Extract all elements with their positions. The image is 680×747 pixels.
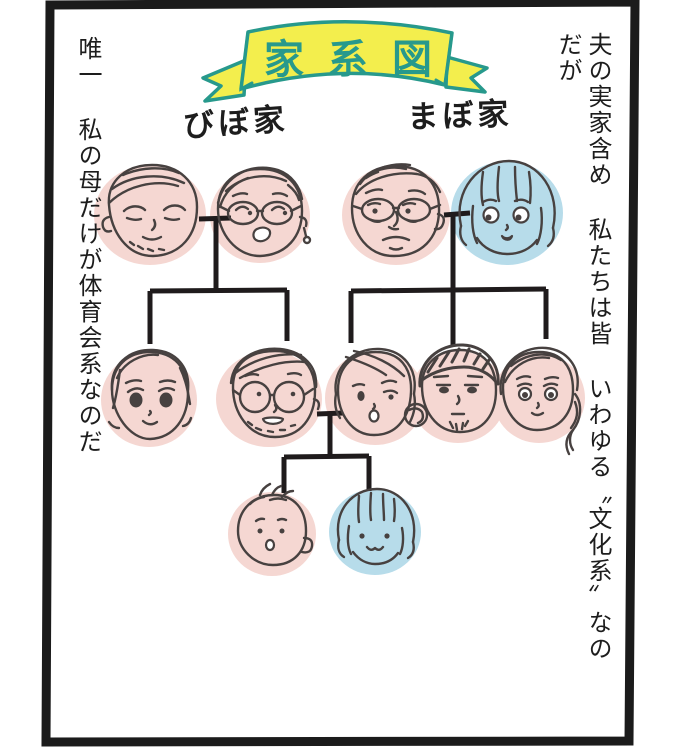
family-label-left: びぼ家 bbox=[182, 101, 289, 143]
head-outline bbox=[336, 350, 413, 437]
face-right-grandmother bbox=[458, 159, 556, 256]
hair bbox=[107, 167, 186, 205]
ear bbox=[300, 536, 314, 554]
features bbox=[515, 375, 560, 417]
face-husband bbox=[229, 347, 321, 439]
features bbox=[432, 374, 484, 432]
caption-left: 唯一 私の母だけが体育会系なのだ bbox=[74, 36, 101, 455]
blob-wife bbox=[325, 351, 425, 445]
panel-border bbox=[41, 0, 640, 747]
hair bbox=[336, 487, 416, 560]
blob-child-boy bbox=[228, 492, 316, 576]
face-uncle bbox=[418, 343, 500, 434]
couple-line bbox=[316, 410, 344, 417]
smile-mouth bbox=[141, 419, 159, 426]
features bbox=[243, 372, 321, 434]
head-outline bbox=[231, 349, 317, 439]
features bbox=[359, 533, 390, 551]
blob-left-grandmother bbox=[210, 169, 310, 263]
face-child-girl bbox=[336, 487, 416, 566]
face-aunt-ponytail bbox=[499, 346, 582, 456]
hair bbox=[458, 159, 556, 248]
glasses bbox=[217, 200, 303, 226]
hair bbox=[499, 346, 579, 396]
cat-mouth bbox=[365, 545, 385, 551]
hair bbox=[107, 348, 193, 430]
right-couple-line bbox=[443, 210, 471, 218]
ear bbox=[312, 397, 321, 411]
hair-bun bbox=[403, 402, 429, 428]
worried-mouth bbox=[500, 234, 514, 241]
face-child-boy bbox=[236, 482, 314, 567]
features bbox=[231, 192, 312, 245]
left-children-bracket bbox=[149, 287, 288, 294]
ponytail bbox=[565, 392, 582, 456]
banner-tail-left bbox=[201, 58, 248, 103]
open-mouth bbox=[264, 538, 276, 552]
ear bbox=[433, 212, 446, 231]
hair bbox=[418, 343, 500, 388]
face-left-grandfather bbox=[101, 163, 199, 258]
earring bbox=[302, 226, 308, 238]
family-label-right: まぼ家 bbox=[407, 96, 513, 135]
open-mouth bbox=[368, 409, 380, 423]
face-wife bbox=[334, 347, 429, 437]
banner-title-text: 家系図 bbox=[264, 38, 456, 82]
face-right-grandfather bbox=[350, 163, 446, 258]
smile-mouth bbox=[530, 411, 545, 417]
banner-fold-left bbox=[239, 30, 254, 92]
open-mouth bbox=[252, 226, 272, 243]
earring-bead bbox=[302, 235, 312, 245]
face-left-grandmother bbox=[216, 166, 312, 258]
features bbox=[101, 204, 187, 253]
ear bbox=[298, 215, 308, 228]
features bbox=[124, 379, 177, 426]
head-outline bbox=[501, 350, 575, 432]
features bbox=[254, 517, 314, 554]
chin-outline bbox=[351, 550, 400, 566]
blob-child-girl bbox=[329, 489, 421, 575]
hair bbox=[248, 482, 295, 506]
right-children-bracket bbox=[350, 286, 547, 294]
hair bbox=[354, 163, 442, 196]
caption-right: 夫の実家含め 私たちは皆 いわゆる〝文化系〟なのだが bbox=[554, 32, 611, 662]
open-mouth bbox=[261, 416, 285, 425]
ear bbox=[101, 215, 113, 233]
title-banner: 家系図 bbox=[201, 20, 489, 103]
glasses bbox=[231, 380, 315, 414]
features bbox=[351, 379, 399, 423]
frown-mouth bbox=[381, 235, 411, 242]
head-outline bbox=[107, 163, 199, 258]
chin-outline bbox=[475, 236, 539, 256]
face-aunt bbox=[107, 348, 193, 441]
hair bbox=[216, 166, 304, 209]
head-outline bbox=[420, 348, 498, 434]
features bbox=[364, 188, 446, 251]
features bbox=[481, 198, 530, 241]
children-bracket bbox=[283, 453, 370, 460]
banner-fold-right bbox=[434, 31, 454, 88]
